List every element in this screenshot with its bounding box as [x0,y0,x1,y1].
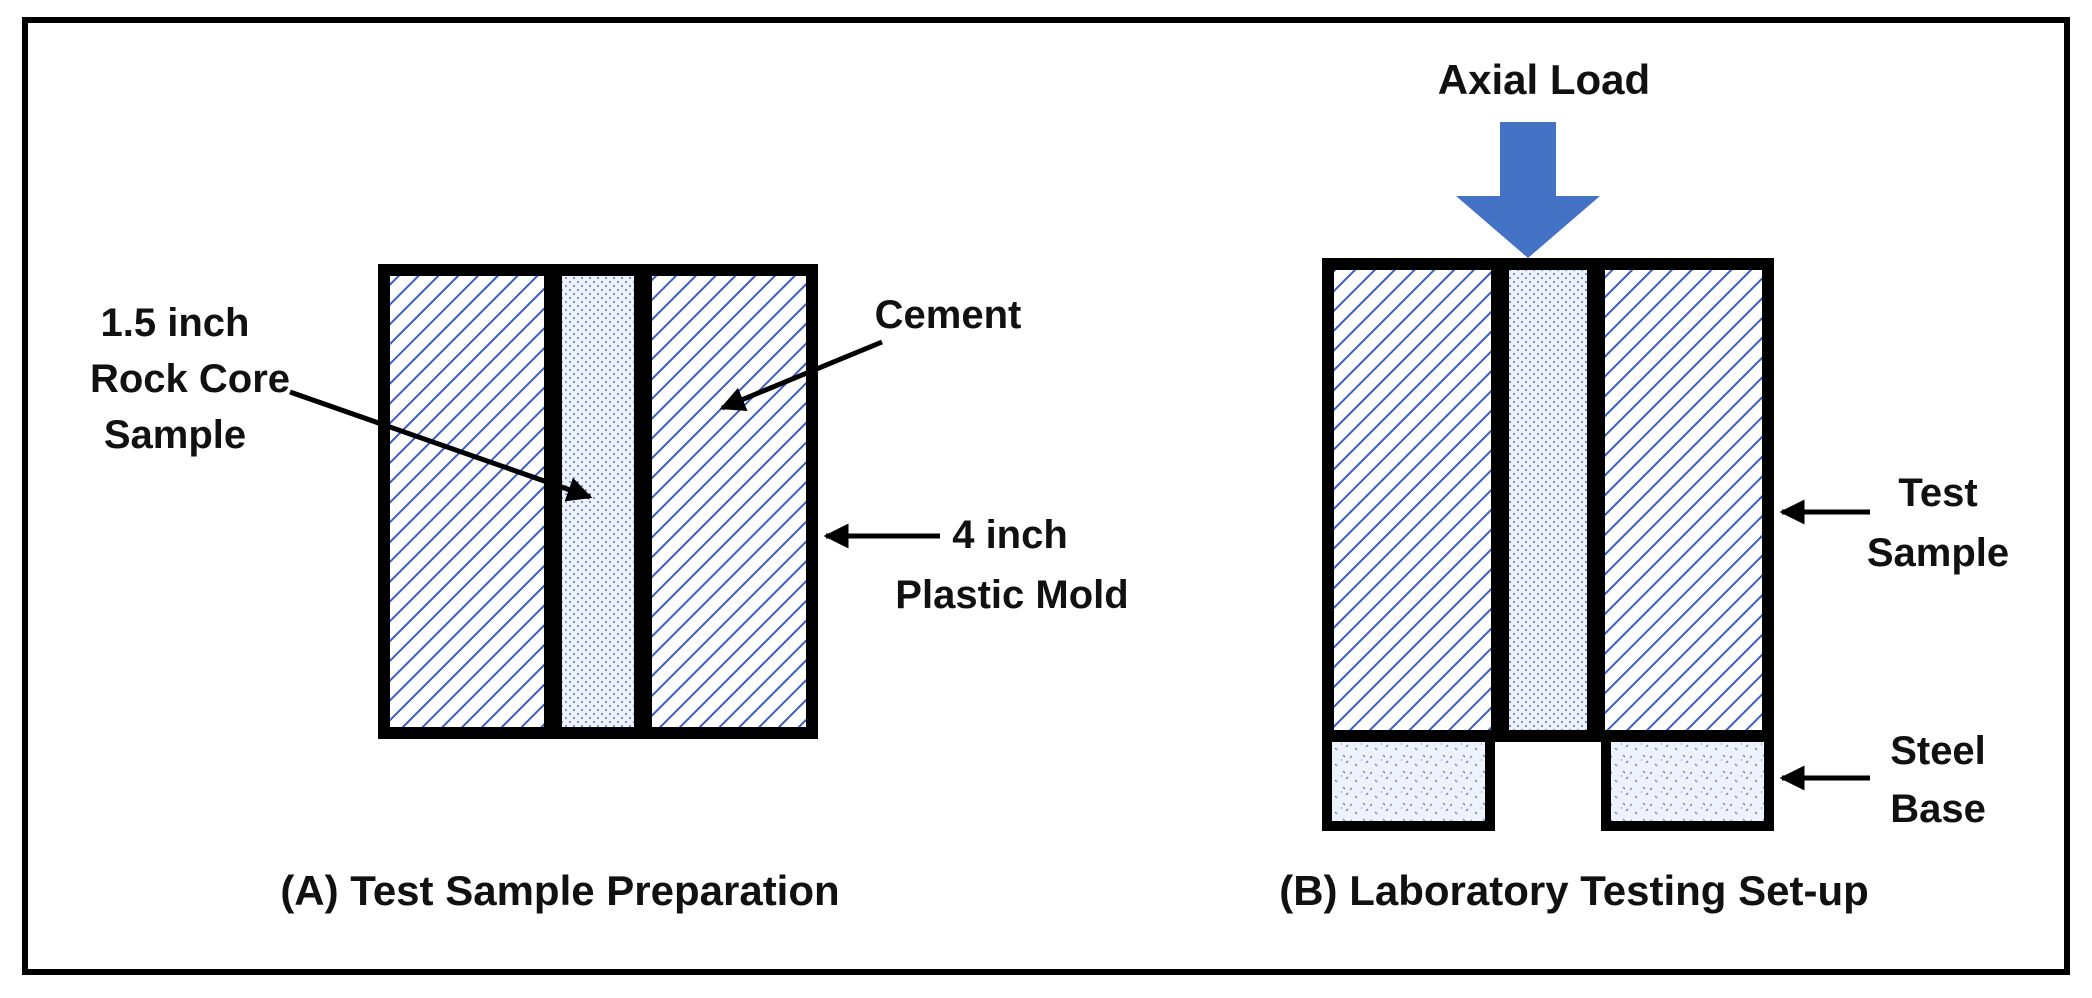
core-divider-left [544,276,562,727]
steel-base-left [1322,732,1495,831]
axial-load-label: Axial Load [1438,56,1650,103]
sample-label-line-2: Sample [1867,531,2009,575]
panel-b: Axial Load Test Sample Steel Base (B) La… [1279,56,2009,914]
sample-divider-right [1587,270,1605,730]
sample-cement-right [1605,270,1762,730]
cement-left [390,276,544,727]
base-label-line-2: Base [1890,787,1986,831]
figure-border [22,17,2070,975]
mold-label-line-1: 4 inch [952,513,1068,557]
sample-rock-core [1509,270,1587,730]
core-pointer-arrow [289,389,593,502]
steel-base-right [1601,732,1774,831]
panel-b-caption: (B) Laboratory Testing Set-up [1279,867,1869,914]
sample-divider-left [1491,270,1509,730]
core-label-line-3: Sample [104,413,246,457]
panel-a-caption: (A) Test Sample Preparation [280,867,839,914]
cement-label: Cement [875,293,1022,337]
core-label-line-1: 1.5 inch [101,301,250,345]
panel-a: 1.5 inch Rock Core Sample Cement 4 inch … [90,264,1129,914]
base-label-line-1: Steel [1890,729,1986,773]
mold-label-line-2: Plastic Mold [895,573,1128,617]
cement-right [652,276,806,727]
axial-load-arrow [1456,122,1600,258]
rock-core [562,276,634,727]
sample-cement-left [1334,270,1491,730]
sample-label-line-1: Test [1898,471,1977,515]
core-label-line-2: Rock Core [90,357,290,401]
cement-pointer-arrow [719,339,883,411]
core-divider-right [634,276,652,727]
